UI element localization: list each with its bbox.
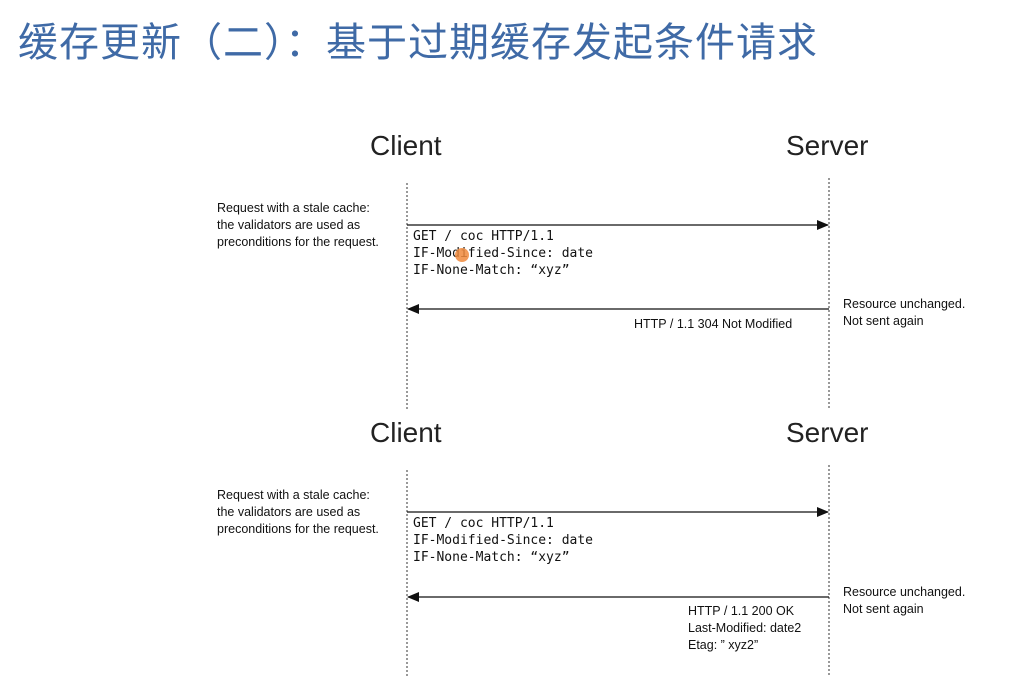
client-label: Client <box>370 130 442 161</box>
server-note: Resource unchanged. Not sent again <box>843 297 966 328</box>
client-note: Request with a stale cache: the validato… <box>217 201 379 249</box>
server-label: Server <box>786 417 869 448</box>
response-headers: HTTP / 1.1 200 OK Last-Modified: date2 E… <box>688 604 802 652</box>
request-headers: GET / coc HTTP/1.1 IF-Modified-Since: da… <box>413 229 594 278</box>
pointer-cursor <box>455 248 469 262</box>
client-label: Client <box>370 417 442 448</box>
client-note: Request with a stale cache: the validato… <box>217 488 379 536</box>
server-label: Server <box>786 130 869 161</box>
server-note: Resource unchanged. Not sent again <box>843 585 966 616</box>
request-headers: GET / coc HTTP/1.1 IF-Modified-Since: da… <box>413 516 594 565</box>
page-title: 缓存更新（二）：基于过期缓存发起条件请求 <box>18 20 818 66</box>
response-status: HTTP / 1.1 304 Not Modified <box>634 317 793 331</box>
